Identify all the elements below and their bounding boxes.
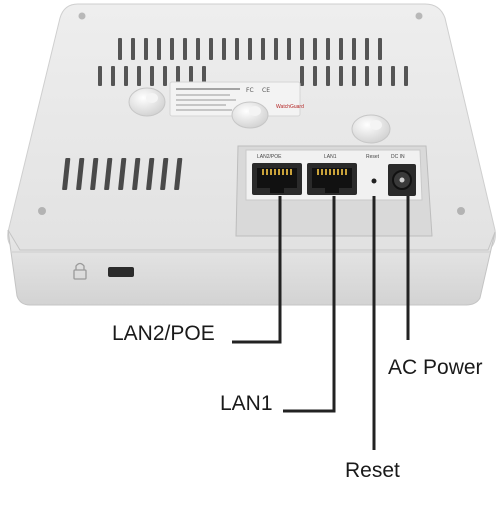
screw-hole [78,12,86,20]
screw-hole [415,12,423,20]
reset-label: Reset [345,459,400,482]
lan1-port [307,163,357,195]
lan2poe-port [252,163,302,195]
printed-label-lan2poe: LAN2/POE [257,154,282,160]
reset-pinhole [371,178,377,184]
brand-logo: WatchGuard [276,104,304,110]
lan2poe-label: LAN2/POE [112,322,215,345]
printed-label-lan1: LAN1 [324,154,337,160]
callout-line-lan2poe [232,196,282,344]
callout-line-lan1 [283,196,336,413]
lock-icon [73,262,87,280]
screw-hole [457,207,465,215]
svg-text:CE: CE [262,87,270,94]
svg-text:FC: FC [246,87,254,94]
top-vent-slots [98,38,408,86]
printed-label-reset: Reset [366,154,380,160]
screw-hole [38,207,46,215]
mounting-knob [351,114,391,144]
security-lock-slot [108,267,134,277]
mounting-knob [128,87,166,117]
ac-power-label: AC Power [388,356,483,379]
printed-label-dc-in: DC IN [391,154,405,160]
callout-lines [232,196,410,450]
mounting-knob [231,101,269,129]
lan1-label: LAN1 [220,392,273,415]
side-vent-slots [62,158,183,190]
port-panel: LAN2/POE LAN1 Reset DC IN [235,145,433,237]
dc-power-jack [388,164,416,196]
